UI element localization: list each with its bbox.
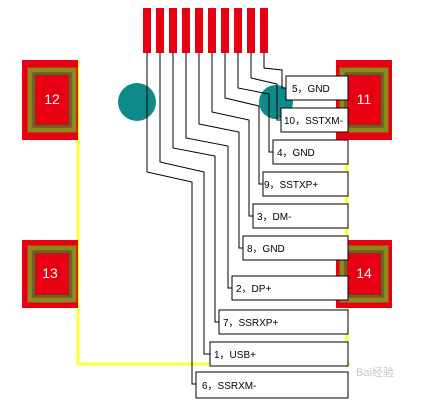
via-left [118,83,156,121]
pin-label-10: 10，SSTXM- [284,116,343,127]
trace-pin-6 [146,53,196,385]
trace-pin-9 [224,53,263,185]
pin-box-10 [280,107,349,133]
pin-box-4 [272,139,349,165]
finger-10 [260,8,268,53]
pin-label-1: 1，USB+ [214,350,256,361]
pad-13-label: 13 [42,265,58,281]
pin-box-1 [209,341,349,367]
pin-label-7: 7，SSRXP+ [223,318,278,329]
pin-label-8: 8，GND [247,244,285,255]
pin-label-boxes: 5，GND 10，SSTXM- 4，GND 9，SSTXP+ 3，DM- 8，G… [195,75,349,399]
finger-8 [234,8,242,53]
signal-traces [146,53,286,385]
pad-13: 13 [22,240,78,308]
pin-box-2 [231,275,349,301]
finger-9 [247,8,255,53]
trace-pin-4 [237,53,273,153]
pin-box-8 [242,235,349,261]
pad-14-label: 14 [356,265,372,281]
trace-pin-1 [159,53,210,355]
finger-1 [143,8,151,53]
trace-pin-3 [211,53,253,217]
trace-pin-10 [250,53,281,121]
pin-box-5 [285,75,349,101]
trace-pin-5 [263,53,286,89]
pin-label-9: 9，SSTXP+ [264,180,318,191]
finger-4 [182,8,190,53]
pad-12: 12 [22,60,78,140]
pin-box-7 [218,309,349,335]
trace-pin-2 [185,53,232,289]
trace-pin-8 [198,53,243,249]
finger-6 [208,8,216,53]
pin-box-3 [252,203,349,229]
pad-12-label: 12 [44,91,60,107]
pin-label-5: 5，GND [292,84,330,95]
pin-label-3: 3，DM- [257,212,291,223]
pin-label-2: 2，DP+ [236,284,271,295]
finger-2 [156,8,164,53]
finger-3 [169,8,177,53]
pin-label-4: 4，GND [277,148,315,159]
watermark: Bai经验 [356,365,394,379]
top-contact-fingers [143,8,268,53]
trace-pin-7 [172,53,219,323]
pad-11-label: 11 [357,91,372,107]
pin-label-6: 6，SSRXM- [202,381,256,392]
pin-box-6 [195,371,349,399]
finger-5 [195,8,203,53]
pin-box-9 [262,171,349,197]
finger-7 [221,8,229,53]
